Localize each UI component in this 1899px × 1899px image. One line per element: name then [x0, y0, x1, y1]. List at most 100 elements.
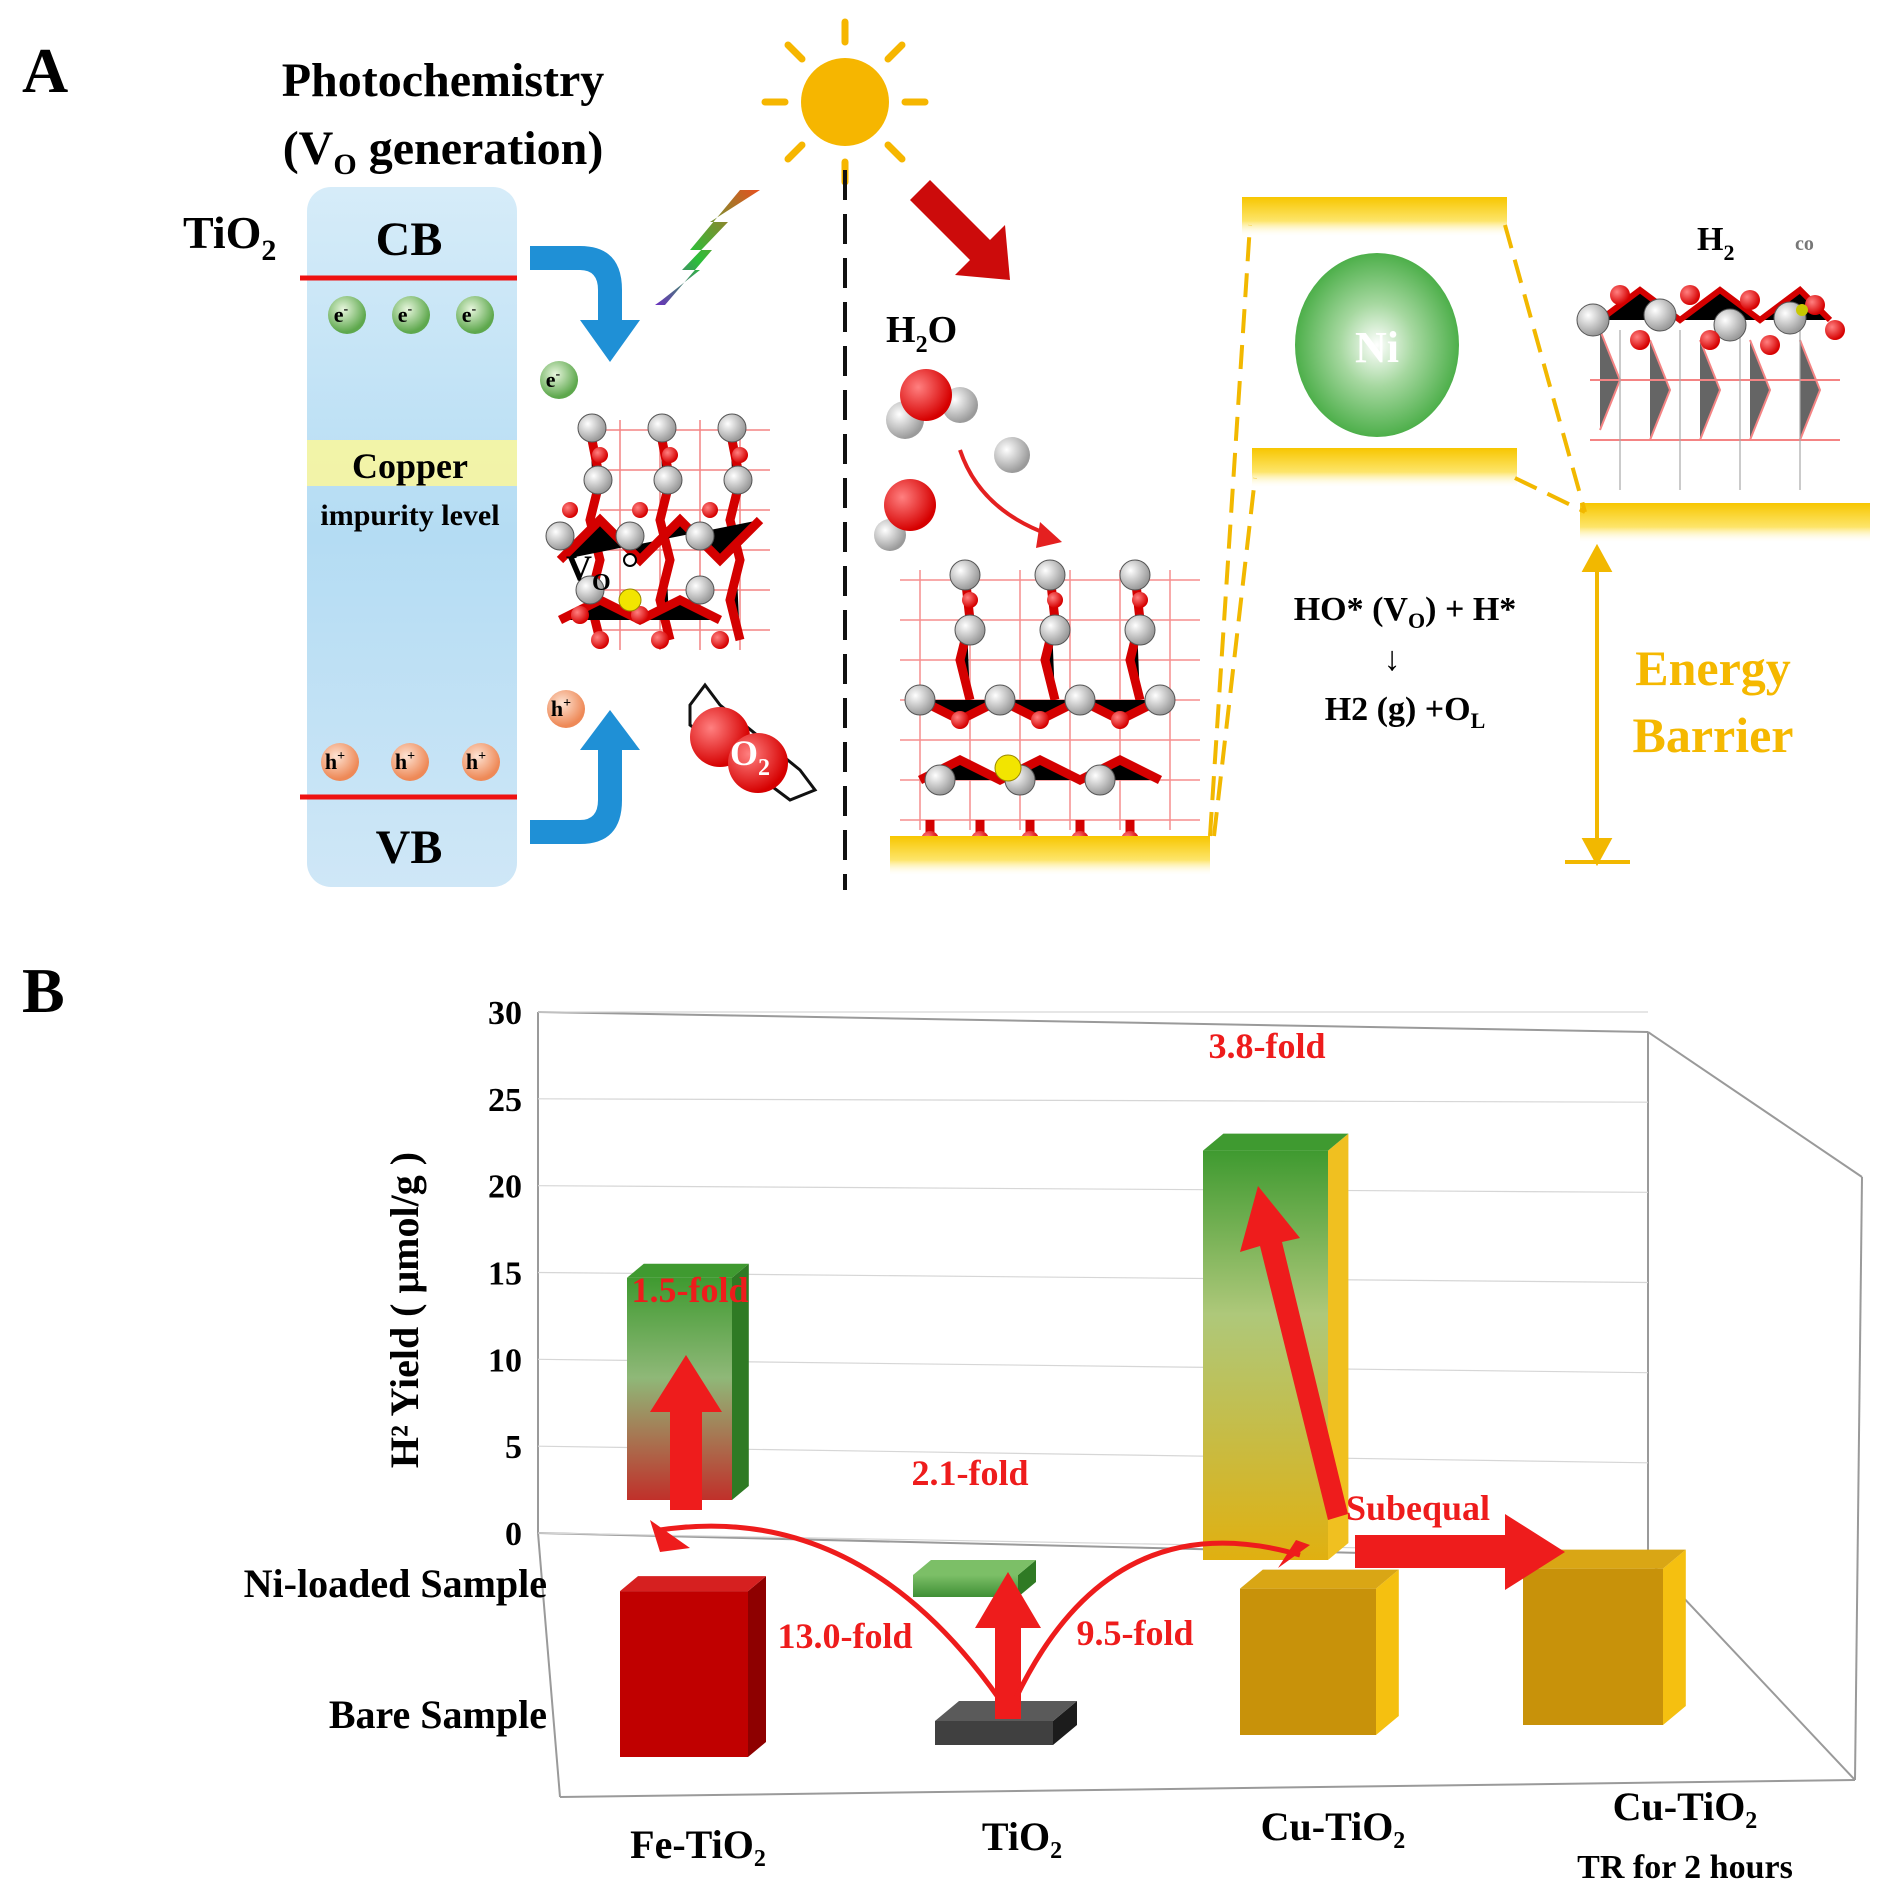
svg-text:e-: e-: [546, 367, 561, 392]
bar-side: [748, 1576, 766, 1757]
annotation-arrows: [650, 1186, 1565, 1719]
y-tick-label: 20: [488, 1169, 522, 1206]
bar-top: [913, 1560, 1036, 1575]
copper-label: Copper: [352, 446, 468, 486]
product-structure: [1576, 285, 1845, 490]
x-label-fe-tio2: Fe-TiO₂: [630, 1822, 766, 1867]
y-tick-label: 25: [488, 1082, 522, 1119]
tio2-lattice-right: [900, 559, 1200, 850]
energy-label: Energy: [1635, 640, 1791, 696]
arrow-fe-up: [650, 1355, 722, 1510]
svg-text:h+: h+: [466, 749, 486, 774]
annotation-subequal: Subequal: [1346, 1488, 1490, 1528]
lightning-bolt-icon: [655, 190, 760, 305]
blue-electron-arrow: [530, 246, 640, 362]
arrow-tio2-up: [975, 1572, 1041, 1719]
water-molecule-icon: [886, 369, 978, 439]
energy-profile-dashes: [1208, 224, 1587, 837]
bar-bare-cu-tio2: [1240, 1569, 1399, 1735]
copper-dopant-atom: [618, 588, 642, 612]
bar-side: [1018, 1560, 1036, 1597]
panel-a-label: A: [22, 35, 68, 106]
bar-side: [1053, 1701, 1077, 1745]
electron-icon: e-: [456, 296, 494, 334]
gridline: [537, 1185, 1649, 1193]
red-curved-arrow: [958, 449, 1051, 537]
bar-top: [1203, 1133, 1349, 1151]
arrow-cu-up: [1240, 1186, 1348, 1520]
x-sublabel-tr: TR for 2 hours: [1577, 1849, 1793, 1886]
bar-top: [627, 1263, 749, 1278]
electron-icon: e-: [328, 296, 366, 334]
energy-level-top: [1242, 197, 1507, 237]
x-label-tio2: TiO₂: [982, 1814, 1062, 1859]
bar-bare-cu-tio2-tr: [1523, 1549, 1686, 1725]
svg-text:h+: h+: [395, 749, 415, 774]
holes-row: h+ h+ h+: [321, 743, 500, 781]
hole-icon: h+: [391, 743, 429, 781]
free-hole-icon: h+: [547, 690, 585, 728]
bar-front: [935, 1721, 1053, 1745]
tio2-label: TiO2: [183, 207, 276, 267]
gridline: [537, 1098, 1649, 1103]
electron-icon: e-: [392, 296, 430, 334]
red-curved-arrow-head: [1036, 522, 1062, 548]
h2o-label: H2O: [886, 309, 957, 358]
reaction-arrow: ↓: [1384, 641, 1401, 678]
bar-top: [620, 1576, 766, 1592]
energy-level-mid: [1252, 448, 1517, 488]
ni-particle: [1295, 253, 1459, 437]
bar-front: [620, 1591, 748, 1757]
heat-arrow-icon: [910, 180, 1010, 280]
energy-barrier-arrow: [1565, 543, 1630, 867]
x-label-cu-tio2-tr: Cu-TiO₂: [1613, 1784, 1758, 1829]
energy-level-start: [890, 836, 1210, 876]
svg-text:e-: e-: [462, 302, 477, 327]
bar-side: [1376, 1569, 1399, 1735]
bar-side: [1663, 1549, 1686, 1725]
free-electron-icon: e-: [540, 361, 578, 399]
co-label: co: [1795, 233, 1814, 255]
bar-ni-tio2: [913, 1560, 1036, 1597]
annotation-cu-fold: 3.8-fold: [1209, 1026, 1326, 1066]
sun-icon: [761, 18, 929, 186]
curve-tio2-to-fe: [659, 1523, 1003, 1702]
tio2-lattice-left: [545, 413, 770, 650]
annotation-fe-vs-tio2: 13.0-fold: [778, 1616, 913, 1656]
bar-bare-fe-tio2: [620, 1576, 766, 1757]
y-tick-label: 10: [488, 1342, 522, 1379]
bar-side: [732, 1263, 749, 1500]
o2-molecule-icon: [688, 682, 818, 802]
y-tick-label: 15: [488, 1256, 522, 1293]
electrons-row: e- e- e-: [328, 296, 494, 334]
curved-arrows: [659, 1523, 1301, 1702]
h2-label: H2: [1697, 221, 1734, 265]
photochemistry-subtitle: (VO generation): [283, 122, 604, 181]
y-tick-label: 5: [505, 1429, 522, 1466]
vo-label-left: VO: [566, 548, 611, 596]
copper-impurity-band: [307, 440, 517, 486]
bar-top: [1240, 1569, 1399, 1589]
oxygen-vacancy-marker: [623, 553, 637, 567]
band-diagram-box: [307, 187, 517, 887]
x-label-cu-tio2: Cu-TiO₂: [1261, 1804, 1406, 1849]
annotation-cu-vs-tio2: 9.5-fold: [1077, 1613, 1194, 1653]
copper-dopant-atom: [994, 754, 1022, 782]
blue-hole-arrow: [530, 710, 640, 844]
panel-b-label: B: [22, 955, 65, 1026]
chart-bars: [620, 1133, 1686, 1757]
y-tick-label: 30: [488, 995, 522, 1032]
vb-label: VB: [376, 821, 443, 874]
svg-text:e-: e-: [334, 302, 349, 327]
row-label-ni-loaded: Ni-loaded Sample: [244, 1561, 547, 1606]
svg-text:e-: e-: [398, 302, 413, 327]
hydroxyl-icon: [874, 479, 936, 551]
reaction-line-2: H2 (g) +OL: [1325, 691, 1486, 733]
impurity-level-label: impurity level: [320, 499, 499, 532]
curve-fe-arrowhead: [650, 1520, 690, 1552]
svg-text:h+: h+: [325, 749, 345, 774]
curve-cu-arrowhead: [1278, 1540, 1310, 1568]
svg-text:h+: h+: [551, 696, 571, 721]
annotation-fe-fold: 1.5-fold: [632, 1270, 749, 1310]
